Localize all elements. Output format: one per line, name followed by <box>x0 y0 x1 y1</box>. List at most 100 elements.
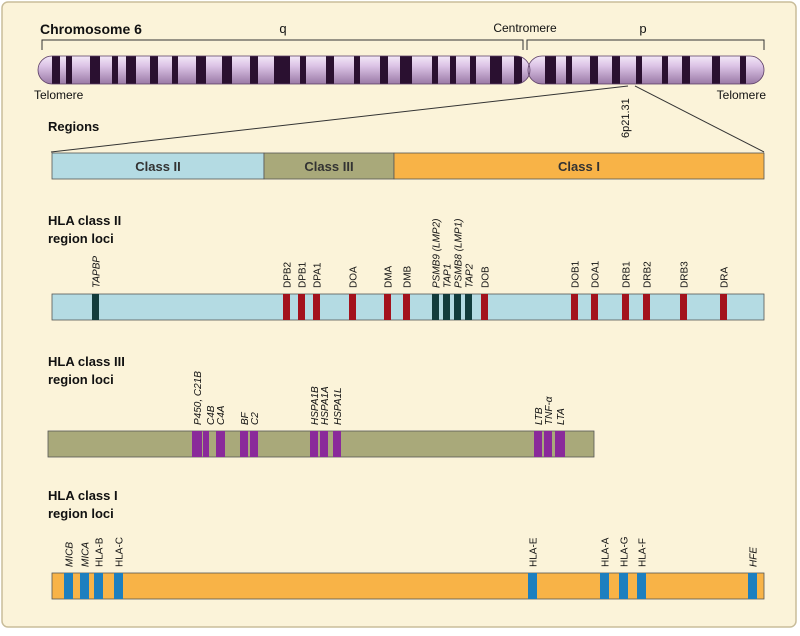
class2-title-line2: region loci <box>48 231 114 246</box>
locus-label: PSMB8 (LMP1) <box>454 219 465 288</box>
locus-marker <box>465 294 472 320</box>
regions-title: Regions <box>48 119 99 134</box>
region-class3-segment <box>263 152 395 180</box>
chromosome-q-outline <box>37 55 531 85</box>
locus-label: DRB3 <box>680 261 691 288</box>
chromosome-band <box>545 56 556 84</box>
region-class1-segment <box>393 152 765 180</box>
locus-label: HFE <box>749 547 760 567</box>
locus-label: DMA <box>384 265 395 288</box>
chromosome-band <box>566 56 572 84</box>
locus-marker <box>637 573 646 599</box>
locus-marker <box>454 294 461 320</box>
chromosome-band <box>612 56 620 84</box>
locus-marker <box>333 431 341 457</box>
locus-label: DMB <box>403 265 414 288</box>
chromosome-band <box>662 56 668 84</box>
chromosome-band <box>380 56 388 84</box>
locus-label: HLA-E <box>529 537 540 567</box>
locus-label: HSPA1B <box>310 386 321 425</box>
locus-label: DRB2 <box>643 261 654 288</box>
locus-marker <box>622 294 629 320</box>
chromosome-band <box>250 56 258 84</box>
chromosome-band <box>450 56 456 84</box>
locus-marker <box>80 573 89 599</box>
chromosome-title: Chromosome 6 <box>40 21 142 37</box>
region-class2-label: Class II <box>135 159 181 174</box>
locus-label: LTA <box>556 408 567 425</box>
locus-marker <box>384 294 391 320</box>
chromosome-band <box>66 56 72 84</box>
locus-label: C4A <box>216 405 227 425</box>
locus-marker <box>619 573 628 599</box>
locus-label: HLA-F <box>638 538 649 567</box>
centromere-label: Centromere <box>493 21 557 35</box>
chromosome-band <box>470 56 476 84</box>
band-label: 6p21.31 <box>620 98 632 138</box>
locus-marker <box>403 294 410 320</box>
locus-label: DOA1 <box>591 260 602 288</box>
locus-label: TAP2 <box>465 263 476 288</box>
locus-label: DPA1 <box>313 262 324 288</box>
chromosome-band <box>300 56 306 84</box>
locus-marker <box>349 294 356 320</box>
chromosome-band <box>112 56 118 84</box>
locus-marker <box>114 573 123 599</box>
telomere-left-label: Telomere <box>34 88 84 102</box>
locus-marker <box>600 573 609 599</box>
locus-label: HSPA1A <box>320 386 331 425</box>
locus-label: P450, C21B <box>193 371 204 425</box>
chromosome-band <box>682 56 690 84</box>
class1-title-line2: region loci <box>48 506 114 521</box>
locus-label: DRA <box>720 267 731 288</box>
chromosome-band <box>432 56 438 84</box>
chromosome-band <box>172 56 178 84</box>
chromosome-body <box>37 55 765 85</box>
chromosome-band <box>196 56 206 84</box>
chromosome-bands <box>52 56 746 84</box>
class2-title-line1: HLA class II <box>48 213 121 228</box>
locus-marker <box>92 294 99 320</box>
locus-label: C2 <box>250 412 261 425</box>
locus-label: LTB <box>534 407 545 425</box>
locus-label: TAPBP <box>92 256 103 288</box>
locus-marker <box>240 431 248 457</box>
locus-label: DOB <box>481 266 492 288</box>
locus-marker <box>64 573 73 599</box>
locus-marker <box>528 573 537 599</box>
locus-marker <box>643 294 650 320</box>
locus-marker <box>432 294 439 320</box>
locus-label: MICA <box>81 542 92 567</box>
locus-label: BF <box>240 411 251 425</box>
chromosome-band <box>90 56 100 84</box>
locus-marker <box>94 573 103 599</box>
chromosome-band <box>52 56 60 84</box>
chromosome-p-arm <box>528 56 764 84</box>
zoom-line-right <box>634 85 765 153</box>
locus-label: HLA-G <box>620 536 631 567</box>
p-arm-bracket <box>526 39 765 50</box>
locus-marker <box>680 294 687 320</box>
locus-label: HLA-B <box>95 537 106 567</box>
locus-label: HSPA1L <box>333 387 344 425</box>
chromosome-band <box>400 56 412 84</box>
locus-marker <box>250 431 258 457</box>
chromosome-band <box>222 56 232 84</box>
zoom-line-left <box>50 85 629 153</box>
locus-marker <box>216 431 225 457</box>
chromosome-band <box>712 56 720 84</box>
locus-label: DPB2 <box>283 261 294 288</box>
chromosome-band <box>636 56 642 84</box>
locus-marker <box>555 431 565 457</box>
chromosome-band <box>126 56 136 84</box>
q-arm-bracket <box>41 39 524 50</box>
chromosome-band <box>354 56 360 84</box>
locus-marker <box>283 294 290 320</box>
region-class1-label: Class I <box>558 159 600 174</box>
locus-label: DRB1 <box>622 261 633 288</box>
